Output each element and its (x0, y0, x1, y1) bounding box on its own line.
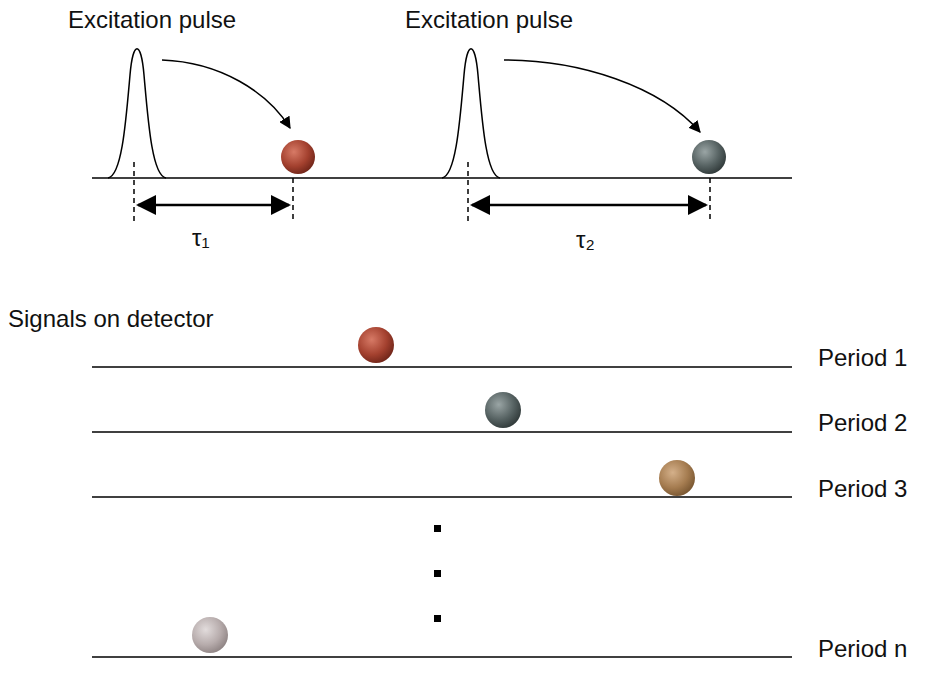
period-label: Period 2 (818, 411, 907, 435)
delay-label: τ₁ (192, 226, 210, 250)
period-label: Period 3 (818, 477, 907, 501)
pulse-label: Excitation pulse (68, 8, 236, 32)
period-label: Period n (818, 637, 907, 661)
pulse-label: Excitation pulse (405, 8, 573, 32)
period-label: Period 1 (818, 346, 907, 370)
delay-label: τ₂ (576, 228, 595, 252)
detector-heading: Signals on detector (8, 307, 213, 331)
